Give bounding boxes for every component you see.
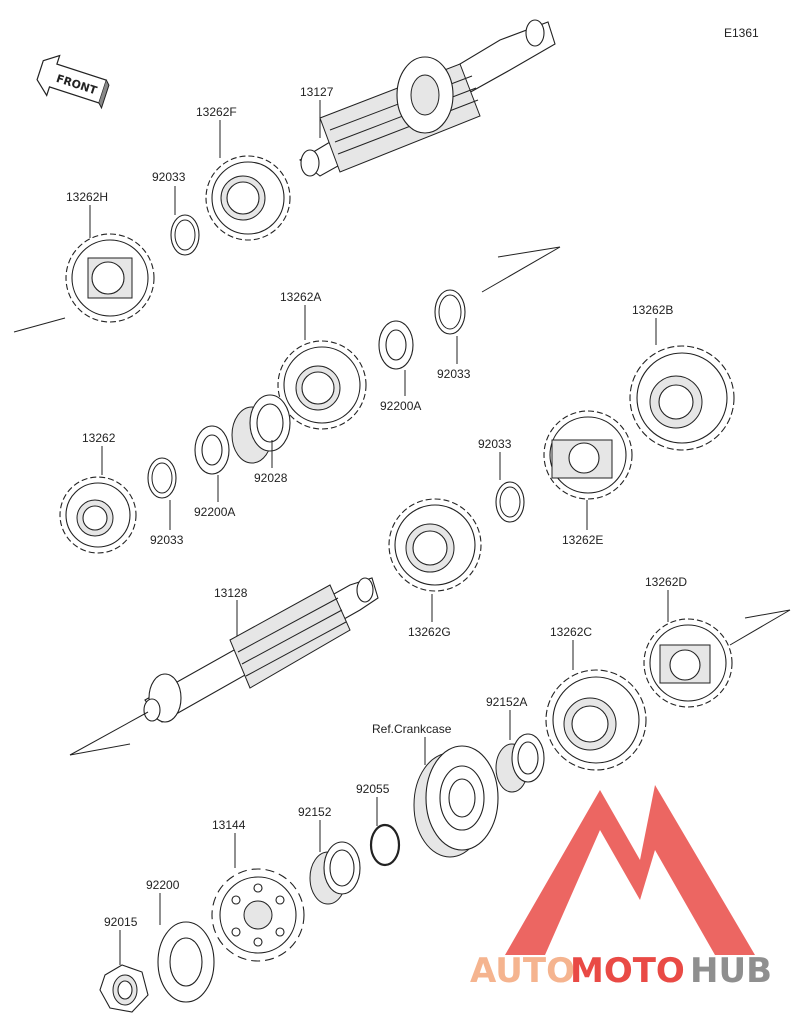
washer-92200 — [157, 921, 215, 1003]
gear-13262F — [205, 155, 291, 241]
label-92200: 92200 — [146, 878, 180, 892]
label-13128: 13128 — [214, 586, 248, 600]
logo-mark-cutout — [580, 900, 625, 955]
washer-92200A-a-inner — [385, 329, 407, 361]
gear-13262B — [629, 345, 735, 451]
collar-92152 — [309, 841, 361, 905]
label-13262C: 13262C — [550, 625, 592, 639]
gear-13262D — [643, 618, 733, 708]
bearing-92028 — [231, 394, 291, 464]
mainshaft-13128 — [143, 577, 379, 723]
circlip-92033-d-inner — [499, 486, 521, 518]
logo-text-moto: MOTO — [570, 951, 685, 991]
washer-92200A-b-inner — [201, 434, 223, 466]
label-92033-a: 92033 — [152, 170, 186, 184]
label-13262E: 13262E — [562, 533, 603, 547]
axis-line-lower-right — [729, 609, 791, 646]
gear-13262 — [59, 476, 137, 554]
label-13262H: 13262H — [66, 190, 108, 204]
label-13262B: 13262B — [632, 303, 673, 317]
label-92200A-b: 92200A — [194, 505, 235, 519]
label-92152: 92152 — [298, 805, 332, 819]
automotohub-logo: AUTO MOTO HUB — [470, 785, 772, 991]
circlip-92033-c-inner — [151, 462, 173, 494]
label-13262G: 13262G — [408, 625, 451, 639]
countershaft-13127 — [299, 19, 556, 177]
circlip-92033-b — [434, 289, 466, 335]
axis-line-upper-left — [13, 317, 66, 333]
front-arrow-icon: FRONT — [36, 54, 110, 110]
axis-line-lower-left — [69, 711, 149, 756]
circlip-92033-a-inner — [174, 219, 196, 251]
axis-line-upper-right — [481, 246, 561, 293]
nut-92015 — [99, 964, 149, 1013]
logo-text-hub: HUB — [690, 951, 772, 991]
label-92033-b: 92033 — [437, 367, 471, 381]
sprocket-13144 — [211, 868, 305, 962]
axis-line-lower-left-tip — [69, 743, 131, 756]
label-ref-crankcase: Ref.Crankcase — [372, 722, 452, 736]
gear-13262H — [65, 233, 155, 323]
logo-text-auto: AUTO — [470, 951, 575, 991]
diagram-code: E1361 — [724, 26, 759, 40]
gear-13262E — [543, 410, 633, 500]
axis-line-lower-right-tip — [744, 609, 791, 619]
gear-13262C — [545, 669, 647, 771]
label-92152A: 92152A — [486, 695, 527, 709]
label-92033-d: 92033 — [478, 437, 512, 451]
label-13127: 13127 — [300, 85, 334, 99]
label-13262F: 13262F — [196, 105, 237, 119]
gear-13262G — [388, 498, 482, 592]
label-13262: 13262 — [82, 431, 116, 445]
label-92028: 92028 — [254, 471, 288, 485]
label-92033-c: 92033 — [150, 533, 184, 547]
label-13262A: 13262A — [280, 290, 321, 304]
label-92015: 92015 — [104, 915, 138, 929]
bushing-92152A — [495, 733, 545, 793]
o-ring-92055 — [369, 823, 401, 867]
label-13144: 13144 — [212, 818, 246, 832]
label-13262D: 13262D — [645, 575, 687, 589]
axis-line-upper-right-tip — [497, 246, 561, 258]
logo-mark-icon — [505, 785, 755, 955]
circlip-92033-b-inner — [438, 294, 462, 330]
label-92055: 92055 — [356, 782, 390, 796]
gear-13262A — [277, 340, 367, 430]
bearing-ref-crankcase — [413, 745, 499, 858]
label-92200A-a: 92200A — [380, 399, 421, 413]
